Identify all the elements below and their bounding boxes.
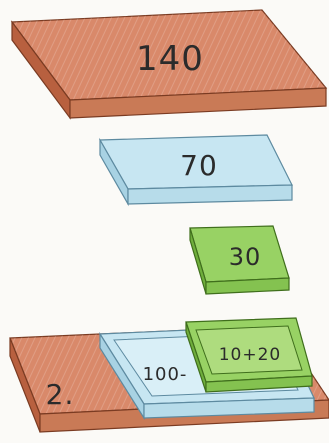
block-70-label: 70 [180, 149, 218, 182]
block-30-label: 30 [229, 243, 262, 271]
composite-stack: 2. 100- 10+20 [10, 318, 329, 432]
step-number: 2. [46, 378, 75, 411]
block-140: 140 [12, 10, 326, 118]
innermost-expression: 10+20 [219, 345, 282, 365]
block-70: 70 [100, 135, 292, 204]
block-30: 30 [190, 226, 289, 294]
block-140-label: 140 [136, 39, 204, 79]
inner-expression: 100- [143, 364, 188, 385]
